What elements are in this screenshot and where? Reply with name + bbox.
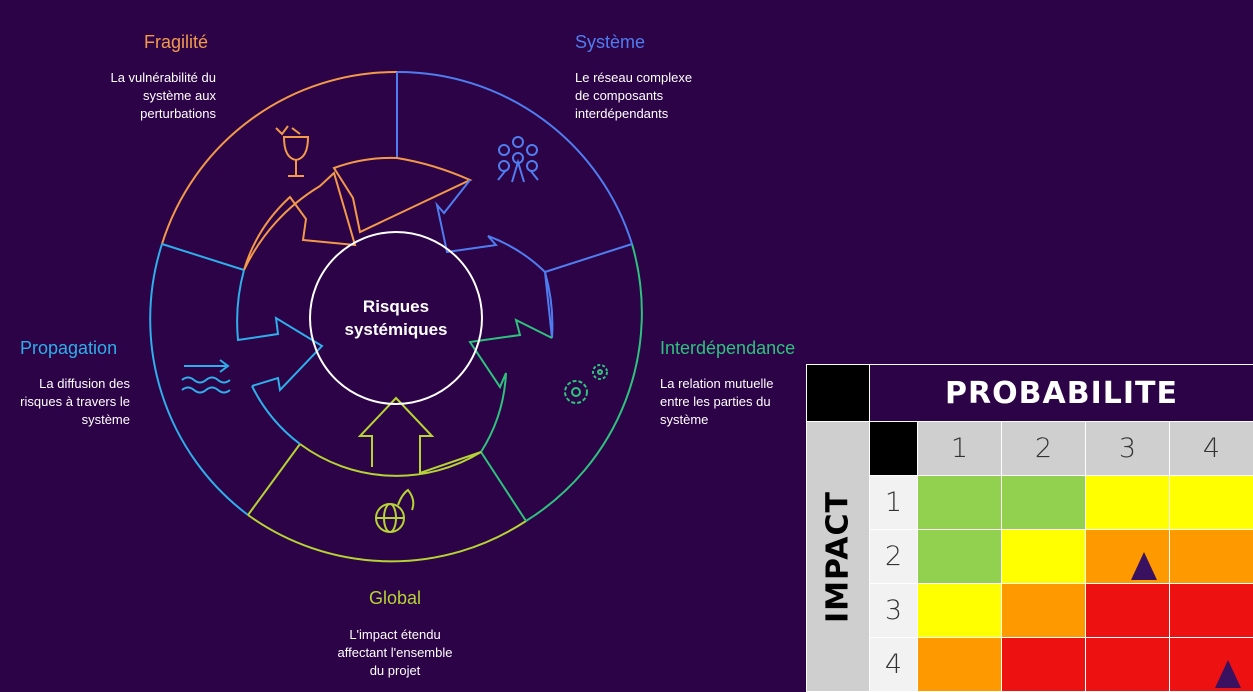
arrow-systeme — [437, 180, 552, 338]
matrix-cell — [1002, 530, 1086, 584]
probability-label: 4 — [1170, 422, 1253, 476]
interdependance-title: Interdépendance — [660, 338, 795, 359]
propagation-title: Propagation — [20, 338, 117, 359]
gears-icon — [565, 365, 607, 403]
matrix-cell — [1170, 476, 1253, 530]
arrow-interdependance — [470, 320, 552, 452]
broken-glass-icon — [276, 126, 308, 176]
global-title: Global — [310, 588, 480, 609]
matrix-cell — [918, 476, 1002, 530]
matrix-cell — [1086, 476, 1170, 530]
matrix-cell — [1002, 584, 1086, 638]
fragilite-title: Fragilité — [144, 32, 208, 53]
matrix-cell — [1002, 638, 1086, 692]
impact-label: 2 — [870, 530, 918, 584]
matrix-cell — [918, 584, 1002, 638]
risk-marker-triangle — [1131, 552, 1157, 580]
matrix-cell — [1170, 584, 1253, 638]
impact-label: 1 — [870, 476, 918, 530]
divider-right — [545, 244, 632, 272]
divider-bottom-right — [481, 452, 526, 521]
arrow-global — [300, 398, 481, 476]
probability-header: PROBABILITE — [870, 365, 1253, 422]
outer-ring-propagation — [150, 244, 248, 515]
center-label-line1: Risques — [363, 297, 429, 316]
impact-header: IMPACT — [821, 491, 856, 623]
center-label-line2: systémiques — [345, 320, 448, 339]
divider-bottom-left — [248, 444, 300, 515]
matrix-cell — [1170, 530, 1253, 584]
outer-ring-interdependance — [526, 244, 642, 521]
burning-globe-icon — [376, 490, 413, 532]
matrix-cell — [918, 638, 1002, 692]
matrix-cell — [1170, 638, 1253, 692]
impact-label: 4 — [870, 638, 918, 692]
divider-left — [162, 244, 244, 270]
outer-ring-global — [248, 515, 526, 561]
arrow-fragilite-top — [334, 158, 470, 232]
impact-label: 3 — [870, 584, 918, 638]
probability-label: 1 — [918, 422, 1002, 476]
probability-label: 3 — [1086, 422, 1170, 476]
matrix-cell — [1002, 476, 1086, 530]
matrix-inner-corner — [870, 422, 918, 476]
center-circle — [310, 232, 482, 404]
probability-label: 2 — [1002, 422, 1086, 476]
matrix-cell — [1086, 584, 1170, 638]
matrix-cell — [918, 530, 1002, 584]
matrix-corner — [807, 365, 870, 422]
impact-axis: IMPACT — [807, 422, 870, 692]
risk-matrix: PROBABILITE IMPACT 1 2 3 4 1 2 3 4 — [806, 364, 1253, 692]
risk-marker-triangle — [1215, 660, 1241, 688]
systeme-title: Système — [575, 32, 645, 53]
network-structure-icon — [498, 137, 538, 182]
arrow-propagation — [237, 270, 322, 444]
matrix-cell — [1086, 638, 1170, 692]
waves-arrow-icon — [182, 360, 230, 393]
matrix-cell — [1086, 530, 1170, 584]
